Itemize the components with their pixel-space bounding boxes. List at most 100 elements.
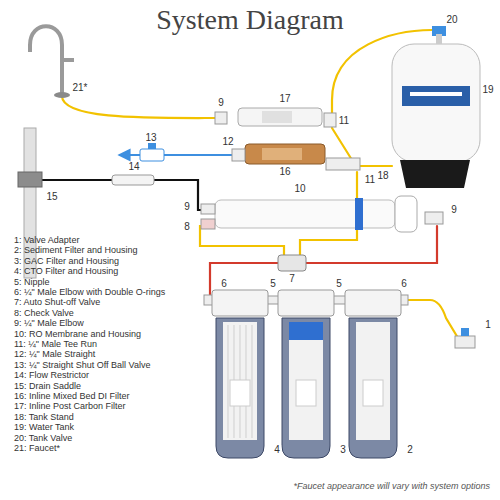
- callout-number: 13: [144, 133, 157, 143]
- callout-number: 1: [484, 320, 492, 330]
- callout-number: 19: [481, 85, 494, 95]
- callout-number: 8: [183, 222, 191, 232]
- filter-housings: [289, 322, 323, 440]
- filter-housings: [356, 322, 390, 440]
- callout-number: 6: [220, 279, 228, 289]
- legend-item: 17: Inline Post Carbon Filter: [14, 402, 126, 411]
- valve-adapter: [455, 336, 475, 348]
- ro-membrane: [201, 196, 443, 232]
- legend-item: 16: Inline Mixed Bed DI Filter: [14, 392, 130, 401]
- tubing: [62, 96, 220, 118]
- faucet: [30, 26, 74, 98]
- callout-number: 21*: [71, 83, 88, 93]
- callout-number: 2: [406, 445, 414, 455]
- callout-number: 16: [278, 167, 291, 177]
- legend-item: 5: Nipple: [14, 278, 50, 287]
- filter-housings: [345, 290, 401, 316]
- callout-number: 17: [278, 94, 291, 104]
- ball-valve: [140, 143, 164, 161]
- faucet: [30, 26, 62, 95]
- callout-number: 3: [339, 445, 347, 455]
- valve-adapter: [455, 328, 475, 348]
- di-filter: [232, 144, 360, 170]
- legend-item: 7: Auto Shut-off Valve: [14, 298, 100, 307]
- tubing: [405, 300, 458, 338]
- filter-housings: [212, 290, 268, 316]
- filter-housings: [296, 380, 316, 406]
- filter-housings: [216, 318, 264, 458]
- filter-housings: [228, 325, 252, 438]
- faucet: [54, 92, 70, 98]
- ro-membrane: [215, 200, 395, 228]
- flow-restrictor: [112, 175, 154, 185]
- tubing: [304, 226, 437, 263]
- callout-number: 9: [450, 205, 458, 215]
- callout-number: 12: [221, 137, 234, 147]
- diagram-title: System Diagram: [0, 6, 500, 34]
- shutoff-valve: [278, 255, 306, 271]
- shutoff-valve: [278, 255, 306, 271]
- legend-item: 21: Faucet*: [14, 444, 60, 453]
- callout-number: 18: [376, 171, 389, 181]
- callout-number: 20: [445, 15, 458, 25]
- legend-item: 1: Valve Adapter: [14, 236, 79, 245]
- water-tank: [392, 26, 480, 188]
- ball-valve: [140, 149, 164, 161]
- water-tank: [410, 92, 462, 96]
- post-carbon-filter: [215, 108, 336, 127]
- legend-item: 14: Flow Restrictor: [14, 371, 89, 380]
- legend-item: 18: Tank Stand: [14, 413, 74, 422]
- tubing: [200, 226, 284, 256]
- legend-item: 8: Check Valve: [14, 309, 74, 318]
- ro-membrane: [395, 196, 417, 232]
- water-tank: [402, 86, 470, 106]
- di-filter: [232, 149, 245, 161]
- callout-number: 9: [217, 98, 225, 108]
- legend-item: 12: ¼" Male Straight: [14, 350, 95, 359]
- filter-housings: [230, 380, 250, 406]
- tubing: [120, 154, 232, 156]
- tubing: [332, 128, 352, 160]
- callout-number: 5: [335, 279, 343, 289]
- legend-item: 6: ¼" Male Elbow with Double O-rings: [14, 288, 165, 297]
- callout-number: 15: [45, 192, 58, 202]
- callout-number: 14: [127, 162, 140, 172]
- water-tank: [436, 34, 442, 44]
- legend-item: 3: GAC Filter and Housing: [14, 257, 119, 266]
- callout-number: 10: [293, 184, 306, 194]
- callout-number: 6: [400, 279, 408, 289]
- water-tank: [392, 44, 480, 162]
- callout-number: 7: [288, 274, 296, 284]
- legend-item: 2: Sediment Filter and Housing: [14, 246, 138, 255]
- filter-housings: [363, 380, 383, 406]
- tubing: [360, 165, 392, 167]
- filter-housings: [349, 318, 397, 458]
- post-carbon-filter: [324, 113, 336, 127]
- post-carbon-filter: [238, 108, 322, 126]
- ro-membrane: [201, 219, 215, 229]
- legend-item: 10: RO Membrane and Housing: [14, 330, 141, 339]
- filter-housings: [223, 322, 257, 440]
- callout-number: 11: [338, 116, 350, 126]
- filter-housings: [282, 318, 330, 458]
- legend-item: 20: Tank Valve: [14, 434, 72, 443]
- ro-membrane: [355, 198, 363, 230]
- callout-number: 9: [183, 202, 191, 212]
- di-filter: [326, 158, 360, 170]
- drain-pipe: [24, 128, 36, 278]
- legend-item: 19: Water Tank: [14, 423, 74, 432]
- ball-valve: [148, 143, 156, 149]
- footnote: *Faucet appearance will vary with system…: [293, 482, 490, 491]
- legend-item: 11: ¼" Male Tee Run: [14, 340, 97, 349]
- di-filter: [262, 148, 302, 160]
- filter-housings: [212, 290, 401, 458]
- di-filter: [245, 144, 325, 164]
- legend-item: 13: ¼" Straight Shut Off Ball Valve: [14, 361, 150, 370]
- faucet: [62, 58, 74, 62]
- callout-number: 4: [273, 445, 281, 455]
- post-carbon-filter: [262, 111, 292, 123]
- filter-housings: [289, 322, 323, 340]
- legend-item: 9: ¼" Male Elbow: [14, 319, 84, 328]
- legend-item: 15: Drain Saddle: [14, 382, 81, 391]
